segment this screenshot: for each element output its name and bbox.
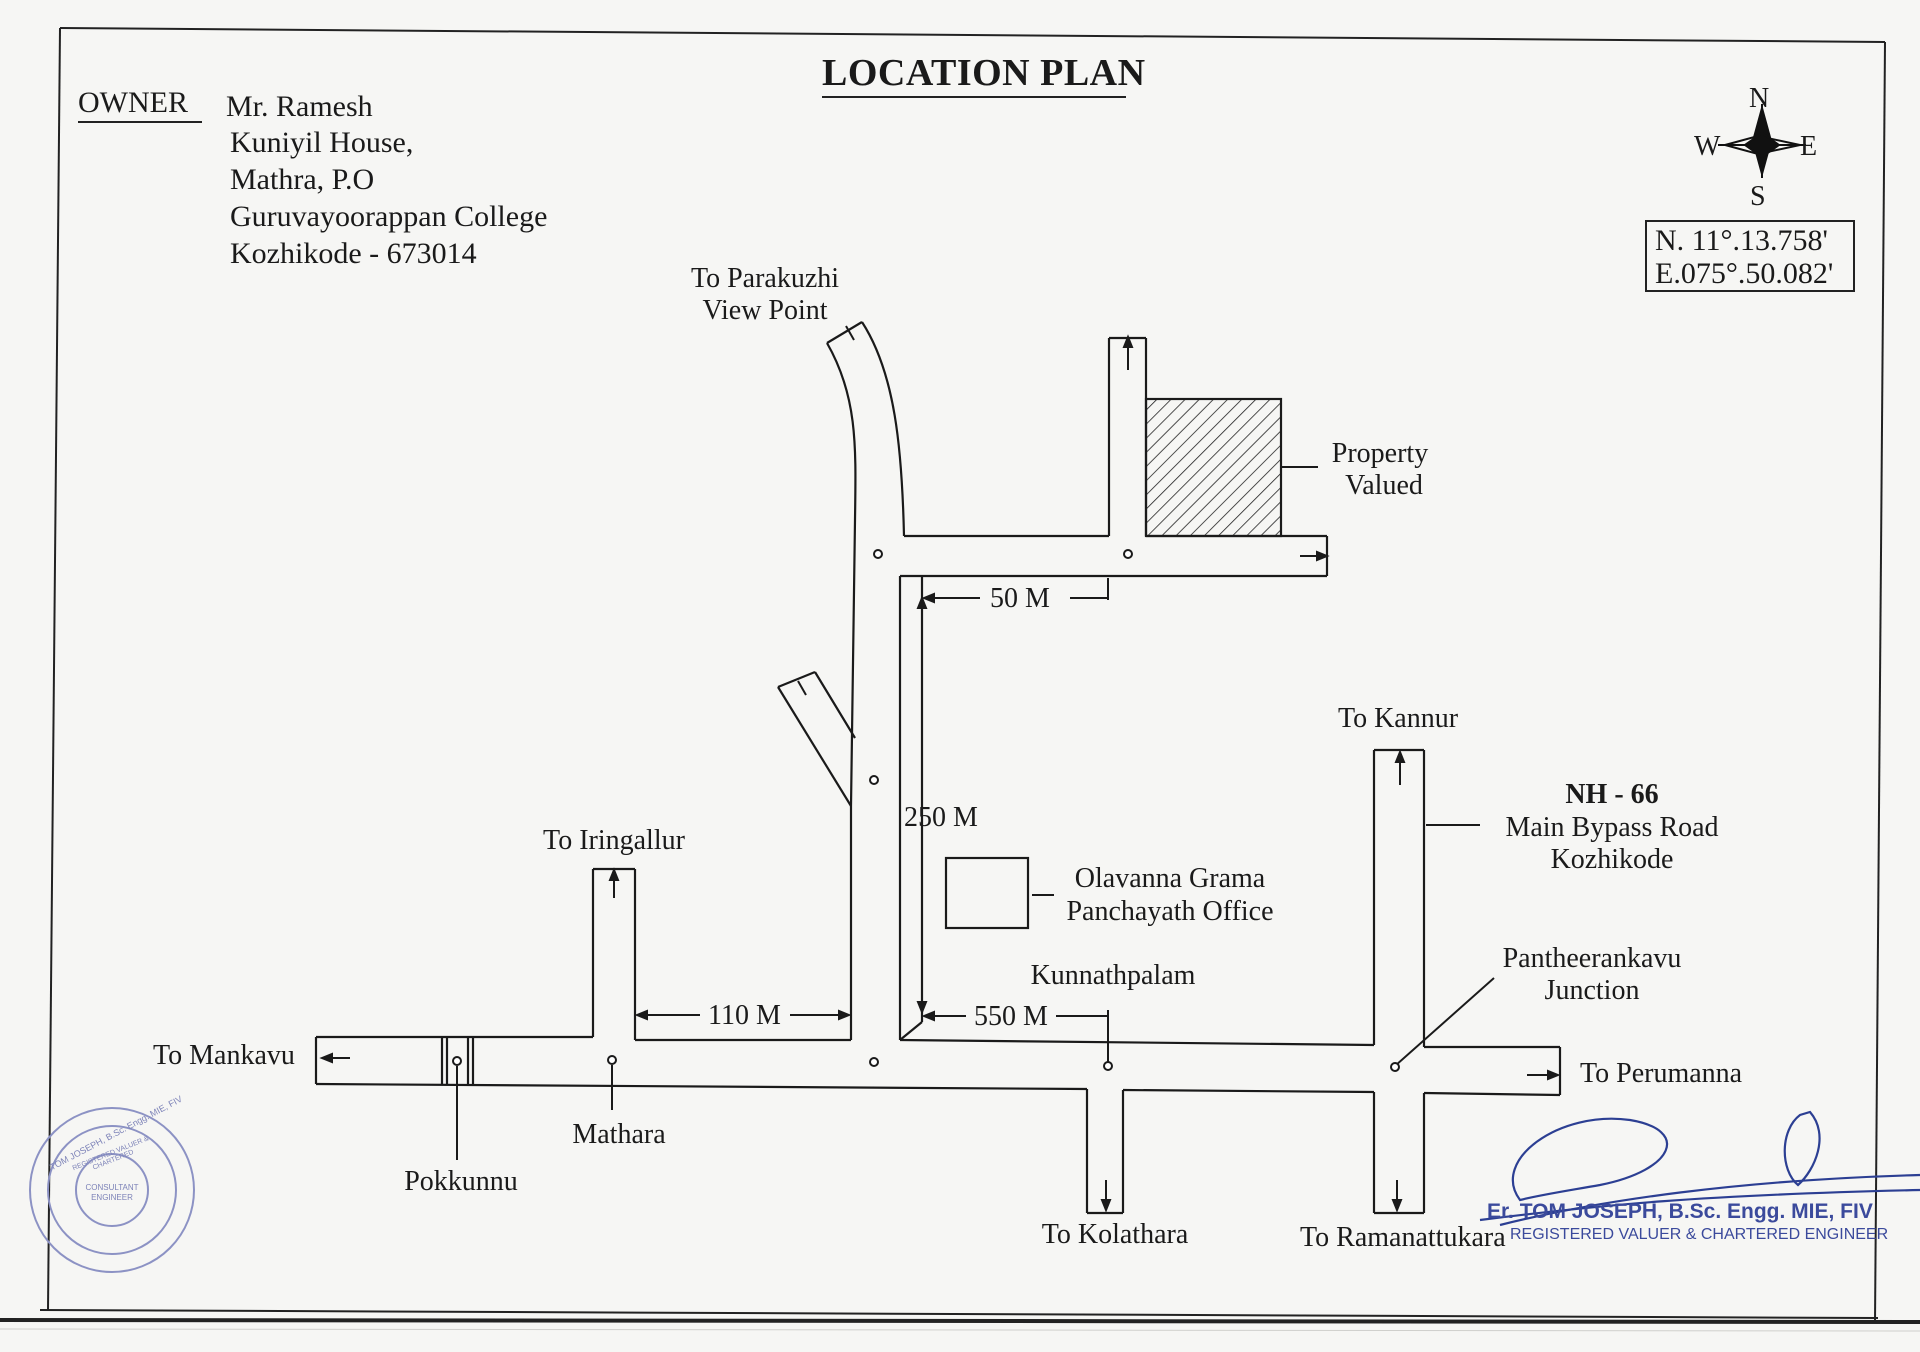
distance-110m: 110 M (704, 999, 785, 1033)
label-parakuzhi-1: To Parakuzhi (690, 263, 840, 294)
label-panchayath-1: Olavanna Grama (1074, 863, 1266, 894)
label-kolathara: To Kolathara (1041, 1219, 1189, 1250)
sheet-border (0, 27, 1920, 1324)
longitude: E.075°.50.082' (1655, 257, 1834, 290)
label-iringallur: To Iringallur (543, 825, 685, 856)
property-valued-plot (1144, 397, 1283, 538)
panchayath-office-building (944, 856, 1030, 930)
engineer-signature-name: Er. TOM JOSEPH, B.Sc. Engg. MIE, FIV (1487, 1200, 1873, 1223)
label-ramanattukara: To Ramanattukara (1300, 1222, 1506, 1253)
junction-markers (452, 549, 1400, 1072)
compass-west: W (1694, 131, 1721, 162)
label-parakuzhi-2: View Point (702, 295, 828, 326)
engineer-stamp (29, 1107, 195, 1273)
label-pokkunnu: Pokkunnu (404, 1166, 518, 1197)
owner-label: OWNER (78, 86, 188, 119)
distance-250m: 250 M (904, 802, 978, 833)
owner-name: Mr. Ramesh (226, 90, 373, 123)
signature-scribble (1479, 1110, 1920, 1227)
label-pantheerankavu-2: Junction (1544, 975, 1640, 1006)
compass-south: S (1750, 181, 1766, 212)
label-property-2: Valued (1345, 470, 1423, 501)
direction-arrows (319, 325, 1561, 1213)
label-mankavu: To Mankavu (153, 1040, 295, 1071)
label-kunnathpalam: Kunnathpalam (1030, 960, 1196, 991)
gps-coordinates-box: N. 11°.13.758' E.075°.50.082' (1645, 220, 1855, 292)
engineer-signature-role: REGISTERED VALUER & CHARTERED ENGINEER (1510, 1226, 1889, 1243)
label-bypass-2: Kozhikode (1550, 844, 1674, 875)
dimension-lines (634, 578, 1109, 1040)
label-nh66: NH - 66 (1565, 779, 1659, 810)
distance-550m: 550 M (970, 1000, 1052, 1034)
label-pantheerankavu-1: Pantheerankavu (1502, 943, 1682, 974)
compass-north: N (1749, 83, 1770, 114)
owner-address-line-4: Kozhikode - 673014 (230, 237, 477, 270)
distance-50m: 50 M (986, 582, 1054, 616)
label-kannur: To Kannur (1337, 703, 1459, 734)
page-title: LOCATION PLAN (822, 52, 1146, 94)
owner-address-line-3: Guruvayoorappan College (230, 200, 548, 233)
owner-address-line-2: Mathra, P.O (230, 163, 375, 196)
label-panchayath-2: Panchayath Office (1066, 896, 1274, 927)
latitude: N. 11°.13.758' (1655, 224, 1828, 257)
label-mathara: Mathara (572, 1119, 666, 1150)
compass-east: E (1800, 131, 1818, 162)
compass-rose-icon (1718, 104, 1806, 178)
stamp-inner-text: CONSULTANT ENGINEER (85, 1183, 139, 1202)
owner-address-line-1: Kuniyil House, (230, 126, 414, 159)
label-property-1: Property (1331, 438, 1429, 469)
label-bypass-1: Main Bypass Road (1505, 812, 1719, 843)
label-perumanna: To Perumanna (1580, 1058, 1743, 1089)
